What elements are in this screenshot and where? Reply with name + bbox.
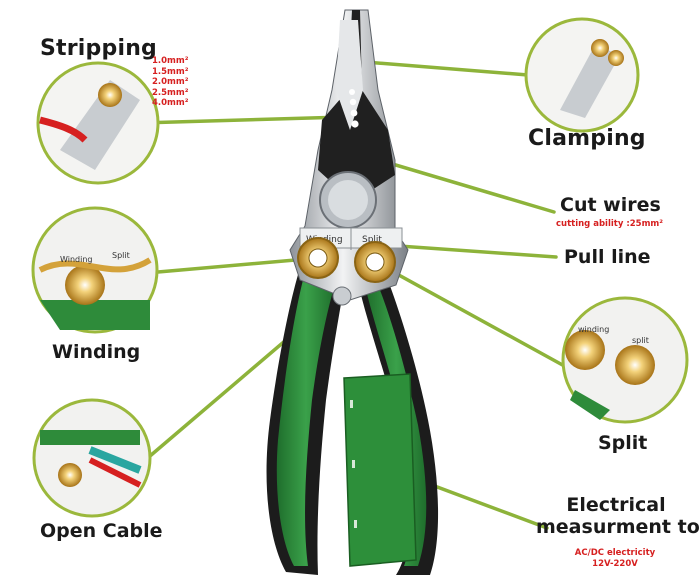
electrical-title: Electrical measurment tool	[536, 494, 700, 538]
stripping-size: 1.0mm²	[152, 56, 189, 66]
open-cable-title: Open Cable	[40, 520, 163, 542]
electrical-note: AC/DC electricity 12V-220V	[560, 548, 670, 569]
electrical-note-line2: 12V-220V	[592, 558, 638, 569]
inset-stripping	[36, 61, 160, 185]
inset-winding-tag: Winding	[60, 255, 92, 264]
inset-open-cable	[32, 398, 152, 518]
inset-winding: Winding Split	[31, 206, 159, 334]
electrical-title-line1: Electrical	[566, 494, 666, 516]
leader-stripping	[138, 115, 347, 125]
electrical-title-line2: measurment tool	[536, 516, 700, 538]
clamping-title: Clamping	[528, 126, 646, 151]
cut-wires-note: cutting ability :25mm²	[556, 219, 664, 229]
leader-split	[373, 260, 570, 370]
inset-split-tag: Split	[112, 251, 130, 260]
pull-line-title: Pull line	[564, 246, 651, 268]
split-title: Split	[598, 432, 648, 454]
inset-split-label: split	[632, 336, 649, 345]
stripping-size: 4.0mm²	[152, 98, 189, 108]
leader-winding	[156, 256, 320, 274]
inset-winding-label: winding	[578, 325, 609, 334]
cut-wires-title: Cut wires	[560, 194, 661, 216]
pliers: Winding Split	[266, 9, 439, 575]
stripping-sizes: 1.0mm² 1.5mm² 2.0mm² 2.5mm² 4.0mm²	[152, 56, 189, 109]
measurement-tool	[343, 373, 417, 567]
tag-split: Split	[362, 235, 382, 245]
stripping-title: Stripping	[40, 36, 157, 61]
inset-split: winding split	[561, 296, 689, 424]
stripping-size: 1.5mm²	[152, 66, 189, 77]
electrical-note-line1: AC/DC electricity	[574, 548, 656, 558]
leader-clamping	[363, 60, 530, 77]
inset-clamping	[524, 17, 640, 133]
stripping-size: 2.0mm²	[152, 77, 189, 87]
winding-title: Winding	[52, 341, 141, 363]
stripping-size: 2.5mm²	[152, 87, 189, 98]
